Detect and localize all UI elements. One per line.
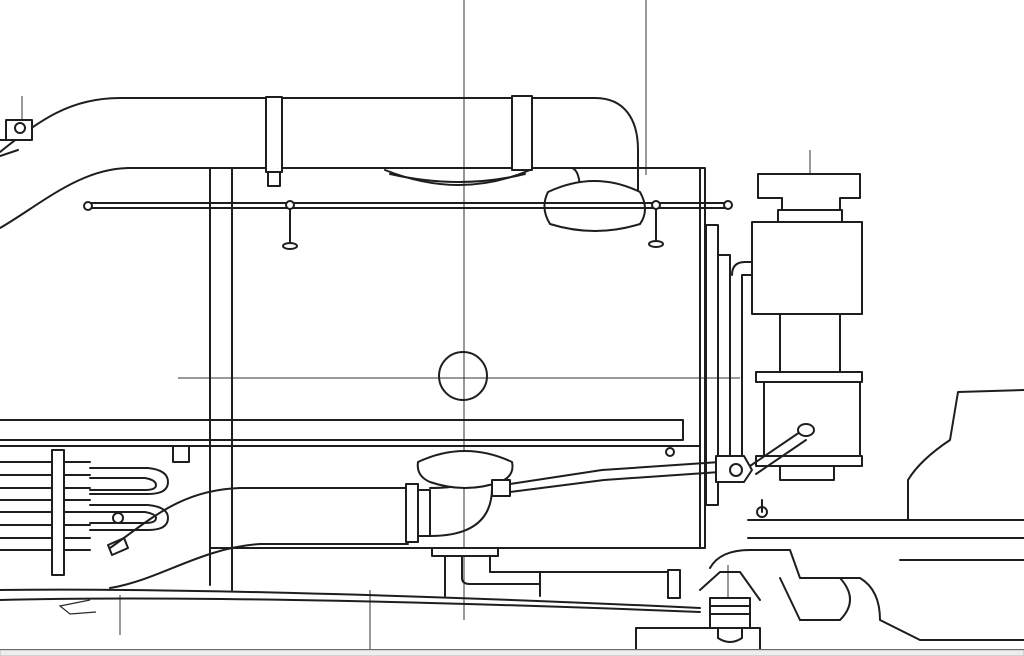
boiler-barrel bbox=[209, 167, 706, 591]
inspection-port bbox=[438, 351, 488, 401]
pipe-clamp bbox=[511, 95, 533, 171]
lower-frame bbox=[0, 588, 1024, 651]
pipe-clamp bbox=[265, 96, 283, 173]
drain-pipe bbox=[431, 547, 681, 599]
lower-exhaust-pipe bbox=[109, 447, 721, 589]
running-board bbox=[0, 419, 701, 463]
handrail bbox=[83, 200, 733, 250]
bottom-strip bbox=[0, 649, 1024, 656]
steam-dome bbox=[751, 173, 863, 481]
check-valve bbox=[715, 423, 815, 483]
cylinder-block bbox=[635, 389, 1024, 651]
upper-steam-pipe bbox=[0, 95, 646, 232]
tube-bundle bbox=[0, 449, 169, 576]
